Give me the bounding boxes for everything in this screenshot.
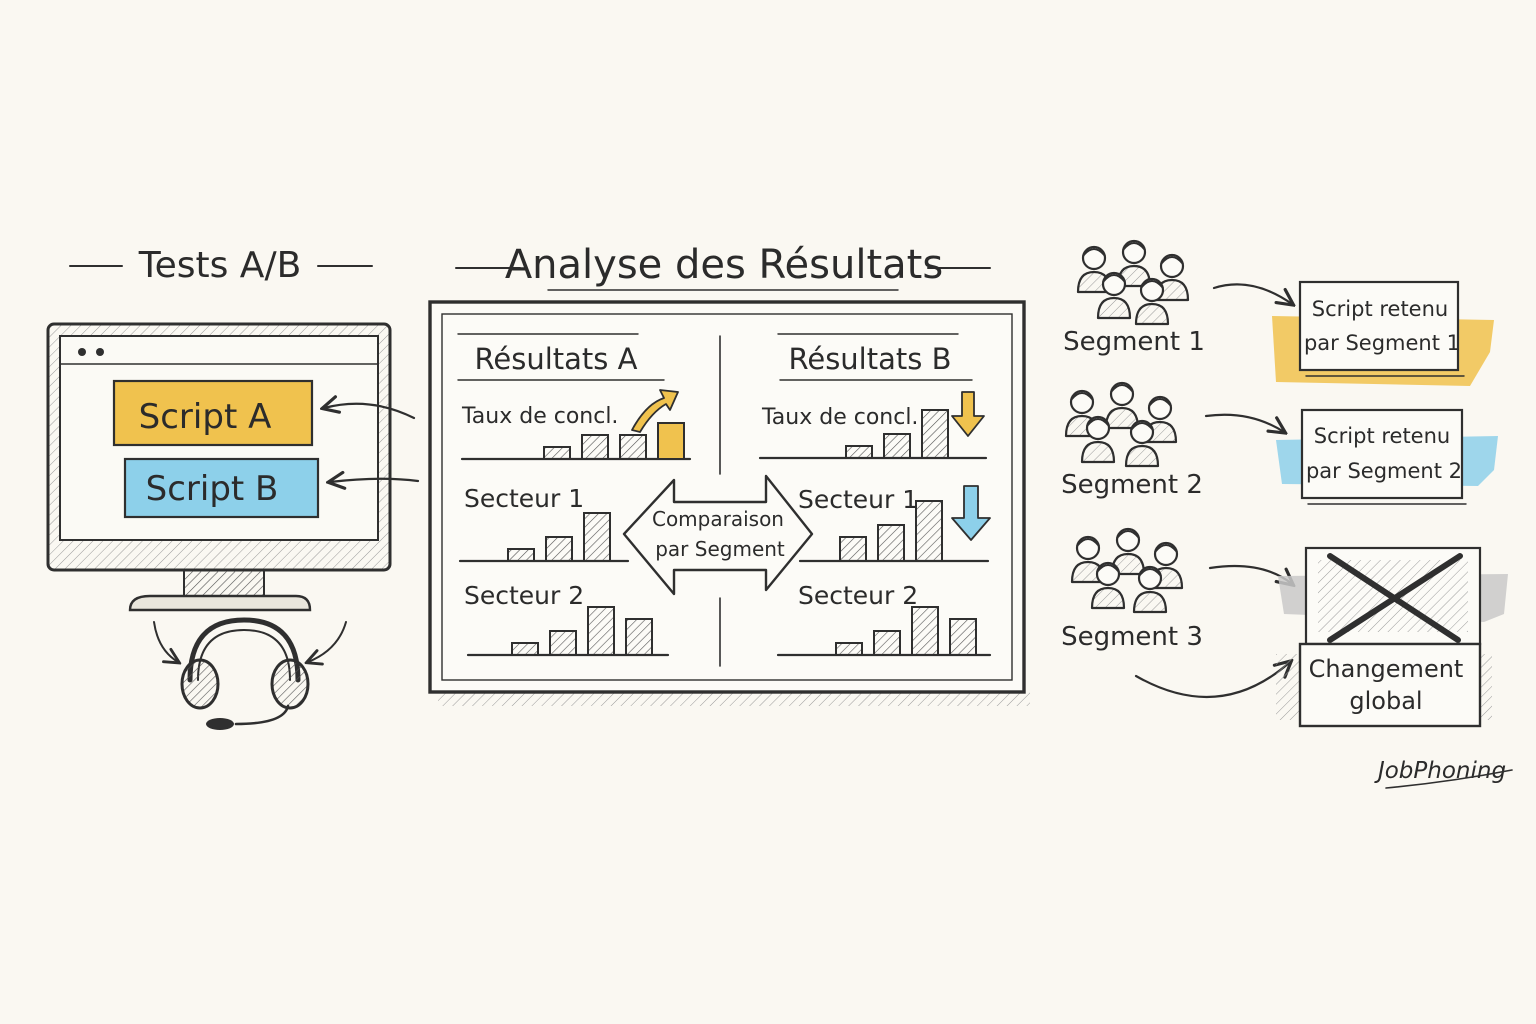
segment-2-result-card: Script retenu par Segment 2 [1276, 408, 1498, 505]
person-icon [1076, 245, 1112, 294]
person-icon [1110, 527, 1146, 576]
segments-section: Segment 1 Segment 2 Segment 3 Script ret… [1061, 239, 1513, 789]
person-icon [1096, 271, 1132, 320]
arrow-segment-1 [1212, 283, 1292, 304]
script-a-label: Script A [139, 397, 272, 437]
panel-a-title: Résultats A [475, 342, 638, 376]
arrow-to-headset-right [308, 621, 347, 662]
ab-tests-section: Tests A/B Script A Script B [46, 245, 420, 730]
trend-up-icon [631, 389, 679, 433]
trend-down-blue-icon [951, 485, 991, 541]
bar-mark [549, 630, 577, 656]
segment-1-label: Segment 1 [1063, 327, 1205, 357]
bar-mark [845, 445, 873, 459]
script-b-label: Script B [146, 469, 279, 509]
comparison-label-line1: Comparaison [652, 507, 784, 531]
segment-1-result-line2: par Segment 1 [1304, 331, 1460, 355]
segment-1-people-icon [1076, 239, 1190, 326]
bar-mark [511, 642, 539, 656]
analysis-section: Analyse des Résultats Résultats A Taux d… [428, 242, 1030, 706]
trend-down-yellow-icon [951, 391, 985, 437]
panel-b-title: Résultats B [789, 342, 952, 376]
panel-a-row1-label: Taux de concl. [461, 404, 618, 429]
bar-mark [507, 548, 535, 562]
global-change-line2: global [1349, 687, 1422, 715]
panel-b-row3-label: Secteur 2 [798, 581, 918, 610]
global-change-line1: Changement [1309, 655, 1464, 683]
brand-underline [1385, 769, 1513, 789]
segment-3-label: Segment 3 [1061, 622, 1203, 652]
script-a-card: Script A [112, 379, 314, 447]
cross-icon [1327, 553, 1463, 643]
bar-mark [657, 422, 685, 460]
segment-3-rejected-card [1278, 546, 1508, 646]
bar-mark [911, 606, 939, 656]
person-icon [1104, 381, 1140, 430]
bar-mark [883, 433, 911, 459]
panel-a-row2-label: Secteur 1 [464, 484, 584, 513]
segment-1-result-line1: Script retenu [1312, 297, 1448, 321]
comparison-arrow: Comparaison par Segment [622, 474, 814, 596]
person-icon [1070, 535, 1106, 584]
bar-mark [835, 642, 863, 656]
arrow-segment-2 [1204, 413, 1284, 432]
bar-mark [545, 536, 573, 562]
bar-mark [543, 446, 571, 460]
bar-mark [583, 512, 611, 562]
segment-2-people-icon [1064, 381, 1178, 468]
bar-mark [619, 434, 647, 460]
segment-3-people-icon [1070, 527, 1184, 614]
bar-mark [587, 606, 615, 656]
analysis-title: Analyse des Résultats [505, 242, 943, 288]
panel-b-row1-label: Taux de concl. [761, 405, 918, 430]
person-icon [1132, 565, 1168, 614]
person-icon [1154, 253, 1190, 302]
person-icon [1134, 277, 1170, 326]
panel-b-row2-label: Secteur 1 [798, 485, 918, 514]
person-icon [1124, 419, 1160, 468]
bar-mark [625, 618, 653, 656]
bar-mark [839, 536, 867, 562]
person-icon [1090, 561, 1126, 610]
headset-icon [180, 617, 310, 730]
comparison-label-line2: par Segment [655, 537, 785, 561]
brand-logo: JobPhoning [1374, 758, 1506, 784]
arrow-to-global-change [1134, 662, 1290, 699]
bar-mark [921, 409, 949, 459]
bar-mark [877, 524, 905, 562]
ab-tests-title: Tests A/B [138, 245, 302, 286]
segment-2-result-line1: Script retenu [1314, 424, 1450, 448]
panel-b-bars [758, 409, 992, 657]
panel-a-row3-label: Secteur 2 [464, 581, 584, 610]
bar-mark [915, 500, 943, 562]
segment-2-label: Segment 2 [1061, 470, 1203, 500]
global-change-card: Changement global [1276, 642, 1492, 728]
bar-mark [949, 618, 977, 656]
segment-1-result-card: Script retenu par Segment 1 [1272, 280, 1494, 386]
script-b-card: Script B [123, 457, 320, 519]
board-shadow [438, 690, 1030, 706]
bar-mark [581, 434, 609, 460]
person-icon [1148, 541, 1184, 590]
arrow-to-script-a [324, 404, 416, 420]
bar-mark [873, 630, 901, 656]
arrow-to-headset-left [153, 621, 178, 662]
person-icon [1116, 239, 1152, 288]
panel-a-bars [458, 422, 692, 657]
person-icon [1080, 415, 1116, 464]
arrow-to-script-b [330, 479, 420, 482]
segment-2-result-line2: par Segment 2 [1306, 459, 1462, 483]
